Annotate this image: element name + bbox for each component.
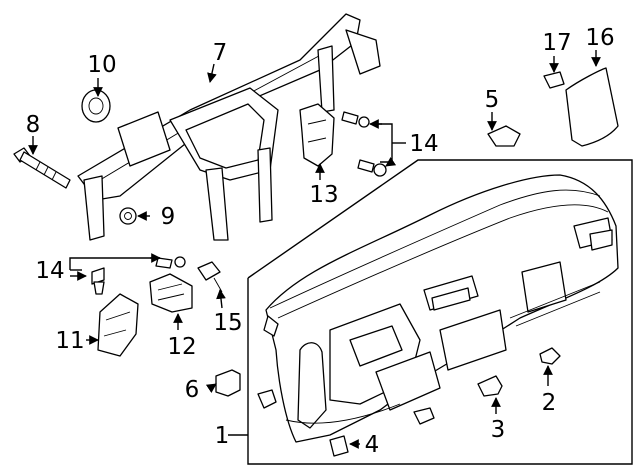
bracket-5-part[interactable] [487, 125, 521, 147]
callout-1: 1 [215, 423, 230, 449]
cover-16-part[interactable] [565, 67, 619, 147]
motor-10-part[interactable] [81, 89, 111, 123]
callout-7: 7 [213, 40, 228, 66]
clip-3-part[interactable] [477, 375, 503, 397]
leader-lines [28, 50, 601, 449]
bracket-13-part[interactable] [299, 103, 335, 167]
bracket-12-part[interactable] [149, 273, 193, 313]
sensor-15-part[interactable] [197, 261, 223, 293]
nut-9-part[interactable] [119, 207, 137, 225]
clip-small-mid[interactable] [413, 407, 435, 425]
callout-13: 13 [309, 182, 338, 208]
callout-10: 10 [87, 52, 116, 78]
callout-15: 15 [213, 310, 242, 336]
clip-2-part[interactable] [539, 347, 561, 365]
callout-9: 9 [161, 204, 176, 230]
callout-11: 11 [55, 328, 84, 354]
callout-17: 17 [542, 30, 571, 56]
callout-2: 2 [542, 390, 557, 416]
callout-14-left: 14 [35, 258, 64, 284]
callout-14-right: 14 [409, 131, 438, 157]
callout-3: 3 [491, 417, 506, 443]
callout-6: 6 [185, 377, 200, 403]
clip-small-left[interactable] [257, 389, 277, 409]
callout-12: 12 [167, 334, 196, 360]
clip-17-part[interactable] [543, 71, 565, 89]
push-pins-14-part[interactable] [91, 111, 387, 295]
callout-5: 5 [485, 87, 500, 113]
connector-4-part[interactable] [329, 435, 349, 457]
switch-6-part[interactable] [215, 369, 241, 397]
instrument-panel-part[interactable] [263, 174, 619, 443]
bracket-11-part[interactable] [97, 293, 139, 357]
bolt-8-part[interactable] [13, 147, 71, 189]
callout-4: 4 [365, 432, 380, 458]
callout-8: 8 [26, 112, 41, 138]
panel-frame [247, 159, 633, 465]
callout-16: 16 [585, 25, 614, 51]
cross-car-beam-part[interactable] [77, 13, 381, 241]
